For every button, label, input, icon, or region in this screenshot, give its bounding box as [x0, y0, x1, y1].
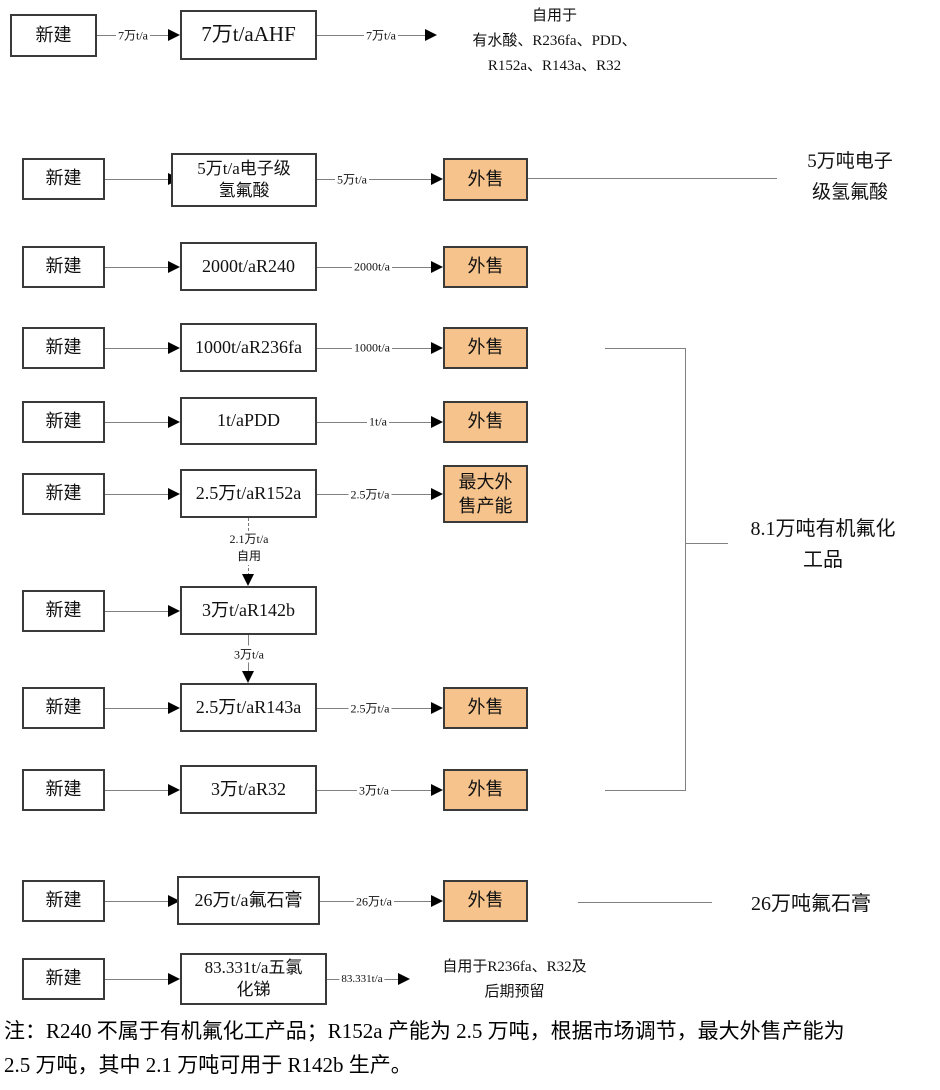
arrow-right-icon — [168, 702, 180, 714]
flow-line — [105, 267, 168, 268]
source-box-r152a: 新建 — [22, 473, 105, 515]
sale-box-r143a: 外售 — [443, 687, 528, 729]
sale-box-r152a-max: 最大外 售产能 — [443, 465, 528, 523]
source-box-ahf: 新建 — [10, 14, 97, 57]
arrow-right-icon — [431, 342, 443, 354]
product-box-r143a: 2.5万t/aR143a — [180, 683, 317, 732]
product-box-gypsum: 26万t/a氟石膏 — [177, 876, 320, 925]
annotation-line — [528, 178, 777, 179]
flow-label-out-r143a: 2.5万t/a — [348, 699, 392, 717]
flow-label-out-ehf: 5万t/a — [335, 170, 369, 188]
flow-label-out-ahf: 7万t/a — [364, 26, 398, 44]
arrow-right-icon — [431, 784, 443, 796]
sale-box-ehf: 外售 — [443, 158, 528, 201]
sale-box-r32: 外售 — [443, 769, 528, 811]
flow-label-out-r236fa: 1000t/a — [352, 340, 392, 356]
footnote: 注：R240 不属于有机氟化工产品；R152a 产能为 2.5 万吨，根据市场调… — [4, 1019, 845, 1077]
arrow-right-icon — [168, 784, 180, 796]
arrow-down-icon — [242, 671, 254, 683]
sale-box-r236fa: 外售 — [443, 327, 528, 369]
flow-label-out-pdd: 1t/a — [367, 414, 389, 430]
flow-line — [317, 179, 431, 180]
flow-line — [105, 611, 168, 612]
flow-label-out-r152a: 2.5万t/a — [348, 485, 392, 503]
arrow-right-icon — [431, 488, 443, 500]
product-box-ahf: 7万t/aAHF — [180, 10, 317, 60]
product-box-pdd: 1t/aPDD — [180, 397, 317, 445]
arrow-right-icon — [168, 261, 180, 273]
sale-box-gypsum: 外售 — [443, 880, 528, 922]
sale-box-r240: 外售 — [443, 246, 528, 288]
flow-line — [105, 901, 168, 902]
product-box-ehf: 5万t/a电子级 氢氟酸 — [171, 153, 317, 207]
annotation-line — [578, 902, 712, 903]
flow-line — [105, 422, 168, 423]
bracket-tick-line — [685, 543, 728, 544]
annotation-organic-fluoride: 8.1万吨有机氟化 工品 — [750, 518, 896, 571]
flow-label-out-gypsum: 26万t/a — [354, 892, 394, 910]
dest-text-ahf: 自用于 有水酸、R236fa、PDD、 R152a、R143a、R32 — [472, 8, 637, 74]
source-box-r142b: 新建 — [22, 590, 105, 632]
sale-box-pdd: 外售 — [443, 401, 528, 443]
arrow-right-icon — [168, 488, 180, 500]
arrow-right-icon — [425, 29, 437, 41]
annotation-gypsum: 26万吨氟石膏 — [751, 893, 871, 915]
product-box-r142b: 3万t/aR142b — [180, 586, 317, 635]
flow-line — [105, 348, 168, 349]
flow-line — [105, 494, 168, 495]
arrow-right-icon — [431, 416, 443, 428]
transfer-label-r142b: 3万t/a — [232, 645, 266, 663]
flow-line — [105, 708, 168, 709]
source-box-r143a: 新建 — [22, 687, 105, 729]
arrow-right-icon — [398, 973, 410, 985]
source-box-ehf: 新建 — [22, 158, 105, 200]
source-box-r32: 新建 — [22, 769, 105, 811]
flow-line — [105, 979, 168, 980]
product-box-r236fa: 1000t/aR236fa — [180, 323, 317, 372]
product-box-r32: 3万t/aR32 — [180, 765, 317, 814]
source-box-pdd: 新建 — [22, 401, 105, 443]
transfer-label-r152a: 2.1万t/a 自用 — [227, 531, 271, 565]
flow-line — [105, 179, 168, 180]
product-box-sbcl5: 83.331t/a五氯 化锑 — [180, 953, 327, 1005]
arrow-right-icon — [168, 973, 180, 985]
bracket-vertical-line — [685, 348, 686, 791]
flow-label-out-sbcl5: 83.331t/a — [339, 973, 385, 985]
annotation-ehf: 5万吨电子 级氢氟酸 — [807, 151, 893, 203]
source-box-r236fa: 新建 — [22, 327, 105, 369]
arrow-right-icon — [431, 173, 443, 185]
flow-label-out-r240: 2000t/a — [352, 259, 392, 275]
source-box-sbcl5: 新建 — [22, 958, 105, 1000]
arrow-right-icon — [168, 29, 180, 41]
bracket-top-line — [605, 348, 685, 349]
arrow-right-icon — [168, 605, 180, 617]
product-box-r152a: 2.5万t/aR152a — [180, 469, 317, 518]
arrow-right-icon — [431, 261, 443, 273]
flow-line — [105, 790, 168, 791]
flow-label-in-ahf: 7万t/a — [116, 26, 150, 44]
source-box-r240: 新建 — [22, 246, 105, 288]
dest-text-sbcl5: 自用于R236fa、R32及 后期预留 — [442, 959, 587, 1000]
arrow-right-icon — [431, 702, 443, 714]
product-box-r240: 2000t/aR240 — [180, 242, 317, 291]
arrow-right-icon — [168, 416, 180, 428]
arrow-right-icon — [168, 342, 180, 354]
source-box-gypsum: 新建 — [22, 880, 105, 922]
flow-label-out-r32: 3万t/a — [357, 781, 391, 799]
bracket-bottom-line — [605, 790, 685, 791]
arrow-right-icon — [431, 895, 443, 907]
arrow-down-icon — [242, 574, 254, 586]
